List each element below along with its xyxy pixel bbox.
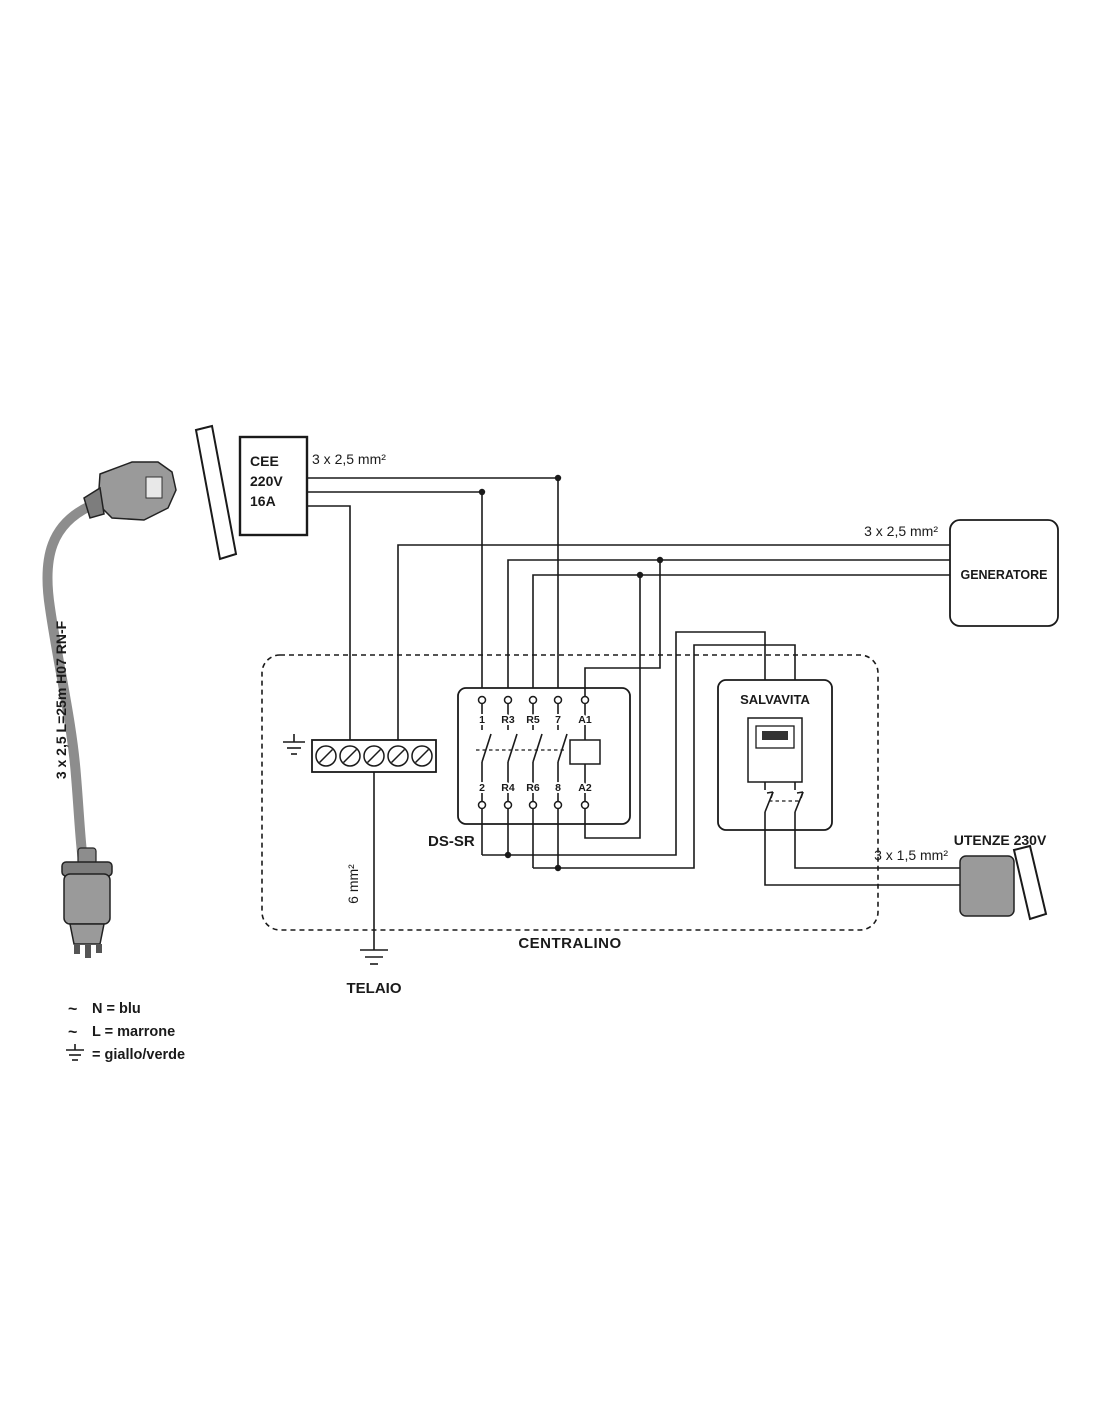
legend-text-ground: = giallo/verde [92,1047,185,1063]
legend: ~ N = blu ~ L = marrone = giallo/verde [66,1001,185,1063]
legend-text-l: L = marrone [92,1024,175,1040]
wire-label-generator: 3 x 2,5 mm² [864,523,938,539]
generator-label: GENERATORE [960,568,1047,582]
dssr-label: DS-SR [428,833,475,850]
relay-terminal-7: 7 [555,714,561,726]
relay-terminal-r5: R5 [526,714,540,726]
generator-box: GENERATORE [949,519,1059,627]
dssr-relay: 1 R3 R5 7 A1 2 R4 R6 8 A2 [476,695,601,810]
legend-ground-icon [66,1044,84,1061]
utenze-outlet [959,844,1048,921]
cee-inlet-box: CEE 220V 16A [238,435,309,537]
coil-wires [584,560,661,839]
relay-terminal-8: 8 [555,782,561,794]
cee-label-line1: CEE [250,453,279,469]
cable-spec-label: 3 x 2,5 L=25m H07 RN-F [53,620,69,779]
salvavita-output-wires [764,830,962,886]
relay-terminal-r3: R3 [501,714,515,726]
relay-terminal-1: 1 [479,714,485,726]
salvavita-breaker [747,717,804,830]
ground-symbol [283,734,305,755]
telaio-ground-symbol [360,949,388,965]
cee-plug-top [83,461,177,521]
relay-terminal-a1: A1 [578,714,592,726]
legend-symbol-l: ~ [68,1024,77,1041]
relay-terminal-2: 2 [479,782,485,794]
wire-label-outlet: 3 x 1,5 mm² [874,847,948,863]
cee-inlet-flange [194,424,238,561]
cee-label-line3: 16A [250,493,276,509]
legend-text-n: N = blu [92,1001,141,1017]
utenze-label: UTENZE 230V [954,832,1047,848]
ground-terminal-block [311,739,437,773]
cee-plug-bottom [61,847,113,958]
wire-label-ground: 6 mm² [345,864,361,904]
salvavita-label: SALVAVITA [740,692,810,707]
legend-symbol-n: ~ [68,1001,77,1018]
relay-terminal-r6: R6 [526,782,540,794]
relay-terminal-r4: R4 [501,782,515,794]
telaio-label: TELAIO [347,980,402,997]
centralino-border [261,654,879,931]
cee-label-line2: 220V [250,473,283,489]
dssr-box [457,687,631,825]
centralino-label: CENTRALINO [518,935,621,952]
wire-label-mains: 3 x 2,5 mm² [312,451,386,467]
cee-cable [42,501,95,867]
relay-coil [569,739,601,765]
relay-output-wires [481,631,796,869]
junction-dots [478,474,664,872]
relay-terminal-a2: A2 [578,782,592,794]
